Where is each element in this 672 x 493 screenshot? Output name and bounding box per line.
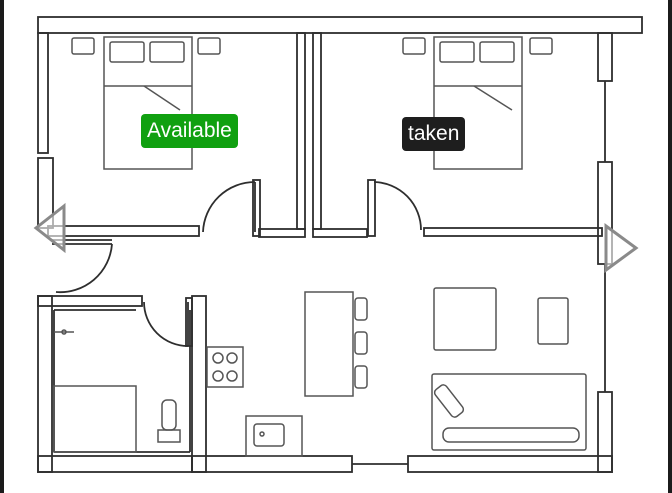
wall-right-lower	[597, 391, 613, 473]
wall-bedroom-right-bottom	[423, 227, 603, 237]
wall-bedroom-left-jamb	[252, 179, 261, 237]
wall-bedroom-right-jamb	[367, 179, 376, 237]
wall-bedroom-left-right	[296, 32, 306, 230]
door-entry	[55, 243, 113, 294]
wall-bath-top	[37, 295, 143, 307]
chair	[354, 365, 368, 389]
bed	[103, 36, 193, 170]
wall-left-upper	[37, 32, 49, 154]
toilet-tank	[157, 429, 181, 443]
sofa	[431, 373, 587, 451]
dining-table	[304, 291, 354, 397]
frame-edge-right	[668, 0, 672, 493]
bathtub	[53, 385, 137, 453]
wall-bottom-left	[37, 455, 193, 473]
pillow	[109, 41, 145, 63]
side-table	[537, 297, 569, 345]
chair	[354, 297, 368, 321]
sink-drain	[259, 431, 265, 437]
wall-bath-partition	[191, 295, 207, 473]
frame-edge-left	[0, 0, 4, 493]
stove-burner	[212, 352, 224, 364]
bed-sheet-fold	[143, 85, 181, 111]
sofa-back	[442, 427, 580, 443]
armchair	[433, 287, 497, 351]
door-bedroom-left	[202, 181, 256, 233]
wall-bedroom-left-bottom-stub	[258, 228, 306, 238]
previous-arrow-button[interactable]	[30, 202, 70, 254]
door-bedroom-right	[373, 181, 422, 231]
shower-drain	[61, 329, 67, 335]
chair	[354, 331, 368, 355]
pillow	[439, 41, 475, 63]
nightstand	[197, 37, 221, 55]
stove-burner	[212, 370, 224, 382]
wall-top	[37, 16, 643, 34]
bed-sheet-fold	[473, 85, 513, 111]
sofa-cushion	[433, 384, 465, 418]
sink-counter	[245, 415, 303, 457]
wall-left-lower	[37, 295, 53, 473]
nightstand	[529, 37, 553, 55]
nightstand	[402, 37, 426, 55]
nightstand	[71, 37, 95, 55]
stove-burner	[226, 370, 238, 382]
pillow	[149, 41, 185, 63]
toilet-bowl	[161, 399, 177, 431]
wall-right-upper	[597, 32, 613, 82]
stove	[206, 346, 244, 388]
wall-bedroom-right-bottom-stub	[312, 228, 368, 238]
next-arrow-button[interactable]	[600, 222, 642, 274]
bed	[433, 36, 523, 170]
triangle-right-icon	[604, 223, 639, 273]
pillow	[479, 41, 515, 63]
sink-basin	[253, 423, 285, 447]
triangle-left-icon	[33, 202, 66, 254]
door-bathroom	[143, 301, 189, 347]
wall-bedroom-right-left	[312, 32, 322, 230]
wall-bottom-mid	[191, 455, 353, 473]
wall-bedroom-left-bottom	[47, 225, 200, 237]
wall-bottom-right	[407, 455, 613, 473]
status-badge-taken[interactable]: taken	[402, 117, 466, 151]
status-badge-available[interactable]: Available	[141, 114, 238, 148]
stove-burner	[226, 352, 238, 364]
